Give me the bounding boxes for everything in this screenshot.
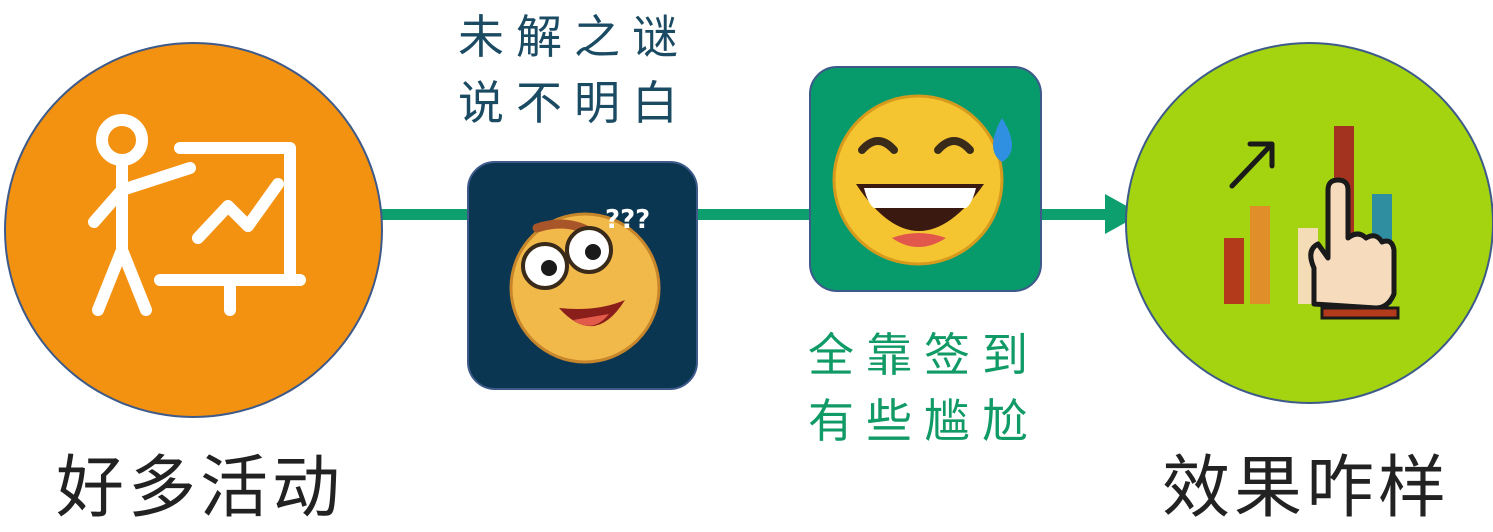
- start-circle: [4, 42, 383, 418]
- note-top-line-2: 说不明白: [458, 76, 690, 130]
- grinning-sweat-emoji: [832, 94, 1012, 266]
- note-unsolved-mystery: 未解之谜 说不明白: [458, 4, 690, 136]
- presentation-teacher-icon: [88, 114, 306, 316]
- note-top-line-1: 未解之谜: [458, 10, 690, 64]
- growth-chart-hand-icon: [1224, 126, 1400, 320]
- start-label: 好多活动: [56, 449, 345, 528]
- note-bottom-line-1: 全靠签到: [808, 328, 1040, 382]
- end-label: 效果咋样: [1162, 449, 1451, 528]
- note-rely-on-checkin: 全靠签到 有些尴尬: [808, 322, 1040, 454]
- svg-text:???: ???: [605, 205, 650, 235]
- note-bottom-line-2: 有些尴尬: [808, 394, 1040, 448]
- end-circle: [1125, 42, 1493, 404]
- confused-face-emoji: ???: [509, 205, 661, 364]
- flow-line: [375, 209, 1115, 220]
